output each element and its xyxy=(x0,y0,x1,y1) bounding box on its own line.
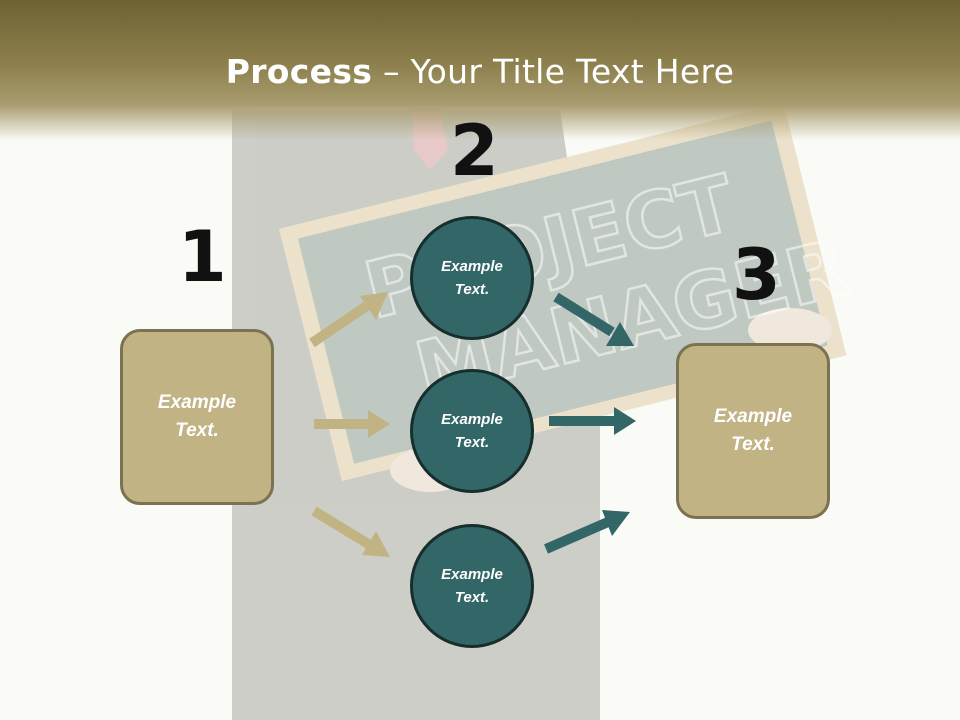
circle-label-2: Example Text. xyxy=(441,410,503,451)
right-text-box: Example Text. xyxy=(676,343,830,519)
arrow-right-icon xyxy=(544,510,630,554)
circle-step-2: Example Text. xyxy=(410,369,534,493)
step-number-2: 2 xyxy=(450,110,499,192)
circle-step-1: Example Text. xyxy=(410,216,534,340)
arrow-right-icon xyxy=(314,410,390,438)
header-band xyxy=(0,0,960,140)
step-number-3: 3 xyxy=(732,234,781,316)
circle-step-3: Example Text. xyxy=(410,524,534,648)
arrow-right-icon xyxy=(549,407,636,435)
arrow-right-icon xyxy=(311,506,390,557)
title-bold: Process xyxy=(225,52,373,91)
right-box-label: Example Text. xyxy=(713,405,793,456)
left-text-box: Example Text. xyxy=(120,329,274,505)
circle-label-1: Example Text. xyxy=(441,257,503,298)
arrow-right-icon xyxy=(309,292,388,348)
page-title: Process – Your Title Text Here xyxy=(0,52,960,91)
circle-label-3: Example Text. xyxy=(441,565,503,606)
arrow-right-icon xyxy=(553,292,634,346)
step-number-1: 1 xyxy=(178,216,227,298)
title-rest: – Your Title Text Here xyxy=(372,52,735,91)
left-box-label: Example Text. xyxy=(157,391,237,442)
